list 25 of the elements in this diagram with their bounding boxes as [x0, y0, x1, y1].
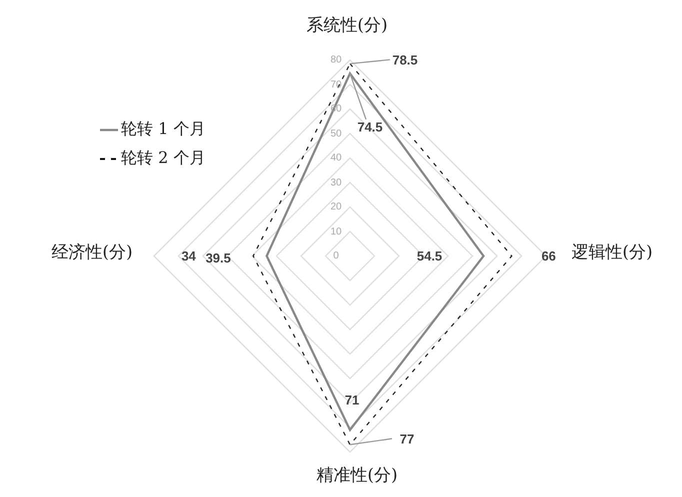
axis-tick-label: 0	[333, 250, 339, 262]
data-label: 39.5	[206, 250, 231, 266]
data-label: 54.5	[416, 248, 442, 264]
data-label: 66	[541, 248, 556, 264]
data-label: 77	[400, 431, 414, 446]
axis-title: 精准性(分)	[316, 464, 398, 486]
leader-line	[349, 73, 367, 120]
data-label: 78.5	[392, 52, 418, 68]
data-label: 71	[344, 392, 360, 408]
axis-tick-label: 40	[330, 152, 342, 164]
data-label: 74.5	[357, 120, 383, 135]
axis-tick-label: 80	[330, 54, 342, 66]
axis-tick-label: 20	[330, 202, 342, 212]
axis-tick-label: 10	[330, 226, 342, 237]
legend-label: 轮转 1 个月	[121, 119, 206, 140]
axis-tick-label: 30	[330, 177, 342, 188]
axis-tick-label: 70	[330, 79, 342, 90]
data-label: 34	[181, 248, 196, 264]
leader-line	[350, 59, 390, 64]
leader-line	[350, 438, 392, 446]
axis-title: 逻辑性(分)	[571, 242, 653, 264]
legend-label: 轮转 2 个月	[121, 148, 206, 169]
axis-title: 经济性(分)	[51, 242, 133, 264]
axis-tick-label: 50	[330, 128, 342, 139]
axis-title: 系统性(分)	[306, 14, 388, 36]
